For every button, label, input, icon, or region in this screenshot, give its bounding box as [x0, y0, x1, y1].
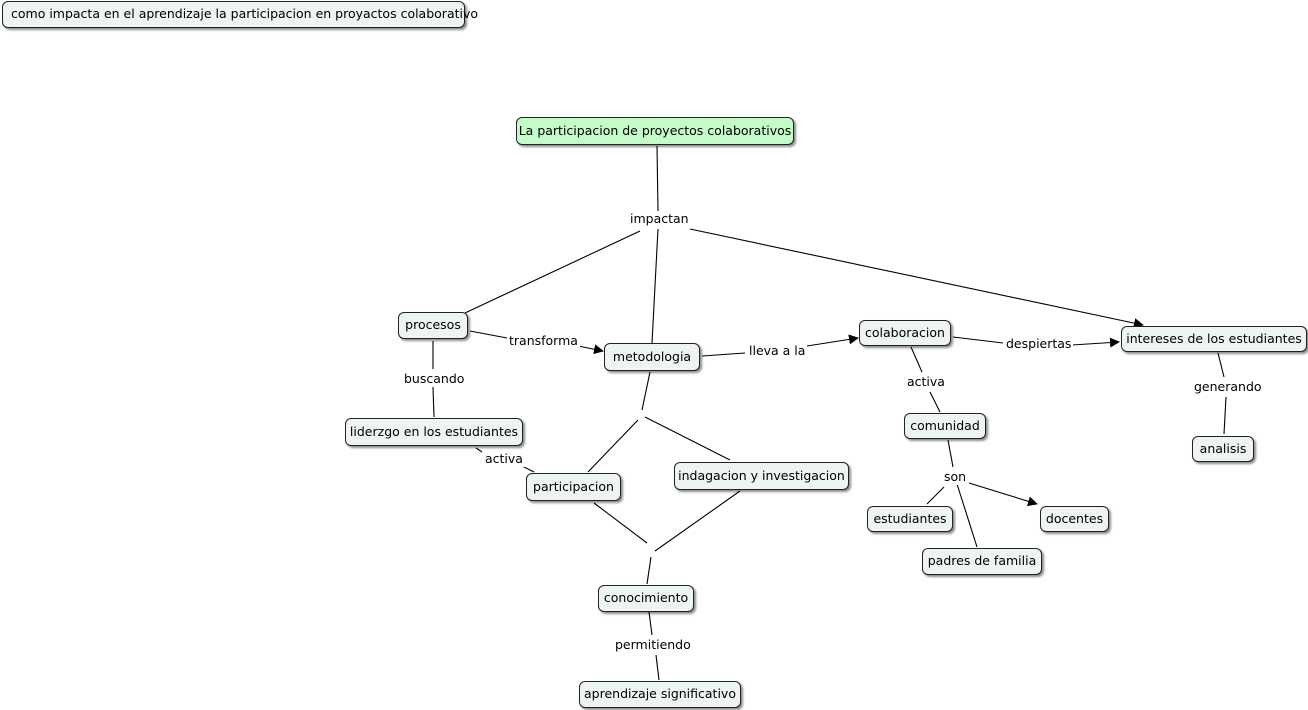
link-impactan: impactan: [628, 211, 691, 227]
line-buscando-liderazgo: [432, 386, 435, 418]
line-generando-analisis: [1223, 396, 1227, 435]
line-colaboracion-activa2: [910, 346, 923, 373]
link-permitiendo: permitiendo: [613, 637, 693, 653]
line-liderazgo-activa: [475, 447, 483, 453]
line-colaboracion-despiertas: [952, 336, 1004, 344]
line-intereses-generando: [1217, 352, 1225, 378]
concept-participacion[interactable]: participacion: [526, 473, 621, 501]
line-comunidad-son: [947, 439, 954, 468]
line-permitiendo-aprendizaje: [655, 654, 660, 681]
line-metodologia-lleva: [701, 352, 746, 357]
link-activa-comunidad: activa: [905, 374, 947, 390]
line-impactan-procesos: [464, 230, 641, 314]
line-lleva-colaboracion: [806, 334, 859, 347]
line-son-docentes: [968, 482, 1038, 507]
link-transforma: transforma: [507, 333, 580, 349]
line-impactan-intereses: [689, 228, 1144, 329]
concept-liderazgo[interactable]: liderzgo en los estudiantes: [345, 418, 523, 446]
concept-procesos[interactable]: procesos: [398, 312, 468, 339]
link-lleva-a-la: lleva a la: [747, 343, 808, 359]
line-son-estudiantes: [926, 486, 945, 505]
link-son: son: [942, 469, 969, 485]
map-title: como impacta en el aprendizaje la partic…: [2, 1, 478, 28]
line-transforma-metodologia: [577, 344, 604, 355]
line-participacion-junction2: [593, 502, 648, 544]
link-activa-liderazgo: activa: [483, 451, 525, 467]
concept-root[interactable]: La participacion de proyectos colaborati…: [516, 117, 794, 145]
concept-intereses[interactable]: intereses de los estudiantes: [1121, 326, 1307, 352]
concept-analisis[interactable]: analisis: [1192, 436, 1254, 462]
line-activa2-comunidad: [929, 391, 941, 413]
line-procesos-transforma: [469, 330, 508, 339]
link-generando: generando: [1192, 379, 1264, 395]
line-metodologia-junction: [641, 371, 651, 411]
link-buscando: buscando: [402, 371, 467, 387]
concept-aprendizaje[interactable]: aprendizaje significativo: [579, 681, 741, 708]
line-root-impactan: [656, 145, 659, 212]
concept-padres[interactable]: padres de familia: [922, 548, 1042, 575]
line-activa-participacion: [521, 465, 535, 473]
line-conocimiento-permitiendo: [648, 611, 653, 636]
concept-estudiantes[interactable]: estudiantes: [867, 506, 953, 532]
line-junction-participacion: [587, 419, 639, 473]
line-junction2-conocimiento: [646, 556, 652, 585]
link-despiertas: despiertas: [1004, 336, 1074, 352]
concept-conocimiento[interactable]: conocimiento: [598, 585, 694, 612]
line-impactan-metodologia: [651, 228, 659, 344]
line-indagacion-junction2: [654, 490, 741, 552]
concept-colaboracion[interactable]: colaboracion: [859, 320, 951, 346]
line-despiertas-intereses: [1071, 337, 1120, 348]
line-son-padres: [956, 483, 978, 548]
concept-docentes[interactable]: docentes: [1040, 506, 1109, 532]
concept-comunidad[interactable]: comunidad: [904, 413, 986, 439]
concept-indagacion[interactable]: indagacion y investigacion: [674, 462, 849, 490]
concept-metodologia[interactable]: metodologia: [604, 343, 700, 371]
line-junction-indagacion: [644, 416, 731, 461]
